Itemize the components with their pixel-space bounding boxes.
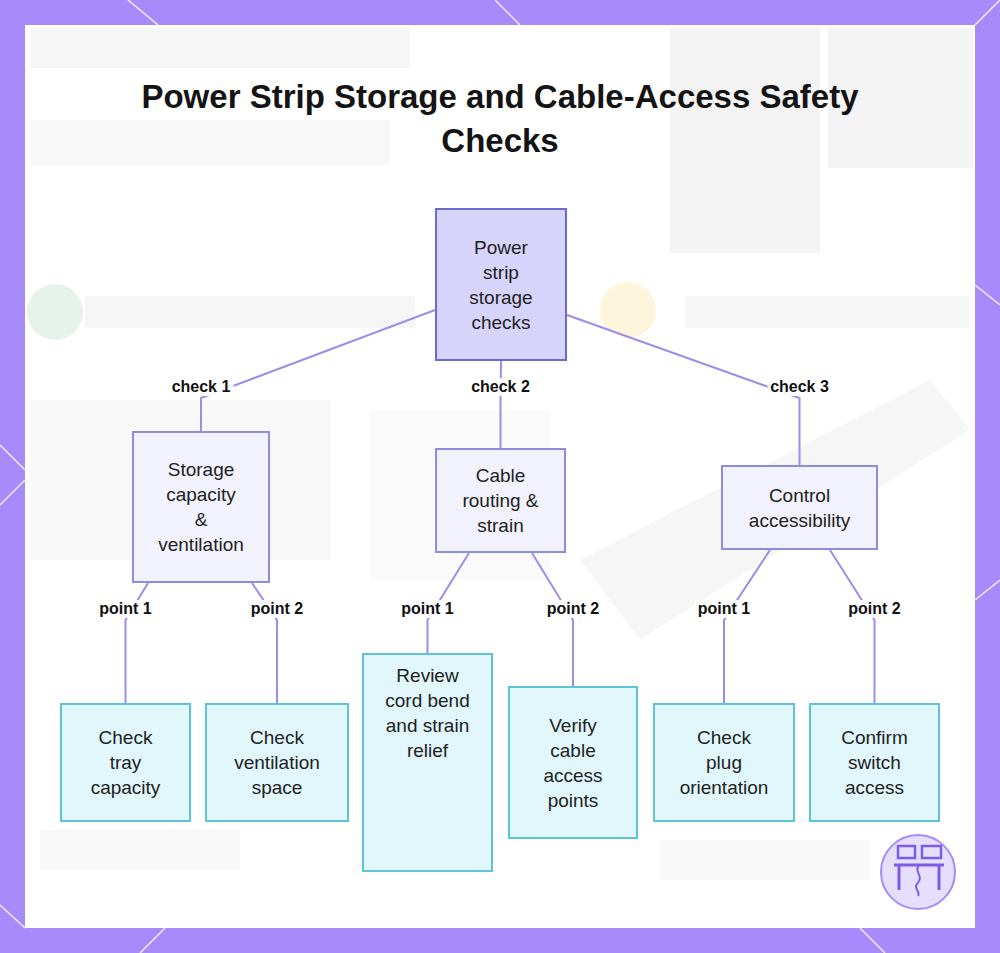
category-box: Storage capacity & ventilation	[132, 431, 270, 583]
faded-block	[30, 400, 330, 560]
node-text: Cable routing & strain	[455, 463, 547, 538]
check-box: Review cord bend and strain relief	[362, 653, 493, 872]
node-text: Check tray capacity	[87, 725, 165, 800]
connector	[567, 315, 800, 465]
icon-desk-leg	[898, 865, 901, 890]
edge-label: point 2	[544, 600, 602, 618]
corner-line	[0, 445, 25, 470]
node-text: Review cord bend and strain relief	[379, 663, 476, 763]
faded-block	[85, 296, 415, 328]
check-box: Check tray capacity	[60, 703, 191, 822]
node-text: Power strip storage checks	[460, 235, 542, 335]
check-box: Confirm switch access	[809, 703, 940, 822]
brand-icon	[881, 835, 955, 909]
corner-line	[140, 928, 165, 953]
connector	[201, 310, 435, 431]
connector	[724, 550, 770, 703]
node-text: Control accessibility	[738, 483, 862, 533]
faded-icon	[27, 284, 83, 340]
icon-desk-leg	[938, 865, 941, 890]
edge-label: check 1	[169, 378, 234, 396]
icon-circle	[881, 835, 955, 909]
faded-photo	[27, 28, 973, 880]
inner-panel	[25, 25, 975, 928]
node-text: Verify cable access points	[532, 713, 614, 813]
corner-line	[0, 480, 25, 505]
check-box: Verify cable access points	[508, 686, 638, 839]
edge-label: point 1	[96, 600, 154, 618]
corner-line	[128, 0, 158, 25]
faded-block	[670, 28, 820, 253]
faded-block	[685, 296, 970, 328]
node-text: Check plug orientation	[677, 725, 771, 800]
root-box: Power strip storage checks	[435, 208, 567, 361]
connector	[532, 553, 573, 686]
corner-line	[495, 0, 520, 25]
corner-line	[860, 928, 885, 953]
connector	[830, 550, 875, 703]
faded-block	[30, 120, 390, 165]
corner-line	[975, 285, 1000, 305]
corner-line	[975, 580, 1000, 600]
edge-label: point 2	[845, 600, 903, 618]
node-text: Check ventilation space	[231, 725, 323, 800]
node-text: Confirm switch access	[829, 725, 921, 800]
faded-block	[580, 380, 970, 640]
category-box: Cable routing & strain	[435, 448, 566, 553]
node-text: Storage capacity & ventilation	[158, 457, 245, 557]
icon-cable	[916, 865, 920, 896]
edge-label: check 3	[767, 378, 832, 396]
corner-line	[0, 905, 25, 928]
faded-block	[30, 28, 410, 68]
check-box: Check ventilation space	[205, 703, 349, 822]
edge-label: check 2	[468, 378, 533, 396]
faded-block	[660, 840, 870, 880]
check-box: Check plug orientation	[653, 703, 795, 822]
faded-block	[40, 830, 240, 870]
edge-label: point 1	[398, 600, 456, 618]
diagram-title: Power Strip Storage and Cable-Access Saf…	[140, 75, 860, 163]
edge-label: point 2	[248, 600, 306, 618]
category-box: Control accessibility	[721, 465, 878, 550]
edge-label: point 1	[695, 600, 753, 618]
connector	[500, 361, 503, 448]
corner-line	[975, 0, 1000, 25]
icon-monitor	[922, 846, 941, 858]
icon-monitor	[898, 846, 915, 858]
